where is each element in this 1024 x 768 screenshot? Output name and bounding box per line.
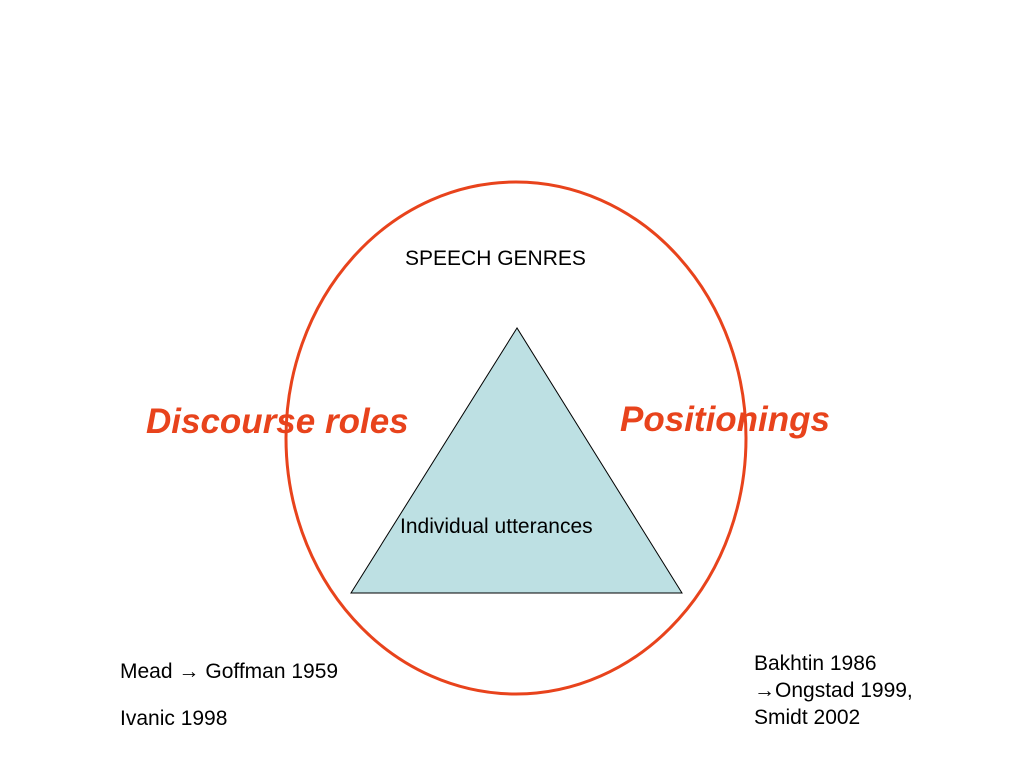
discourse-roles-label: Discourse roles bbox=[146, 402, 409, 441]
reference-text: Ongstad 1999, bbox=[775, 679, 913, 702]
reference-text: Bakhtin 1986 bbox=[754, 652, 877, 675]
speech-genres-label: SPEECH GENRES bbox=[405, 247, 586, 270]
reference-text: Mead bbox=[120, 660, 173, 683]
right-arrow-icon: → bbox=[754, 679, 775, 702]
reference-text: Smidt 2002 bbox=[754, 706, 861, 729]
individual-utterances-triangle bbox=[350, 327, 683, 594]
individual-utterances-label: Individual utterances bbox=[400, 515, 593, 538]
reference-mead-goffman: Mead →Goffman 1959 bbox=[120, 658, 338, 685]
reference-line: →Ongstad 1999, bbox=[754, 677, 913, 704]
reference-text: Goffman 1959 bbox=[205, 660, 339, 683]
speech-genres-circle bbox=[284, 180, 748, 696]
reference-ivanic: Ivanic 1998 bbox=[120, 707, 228, 730]
positionings-label: Positionings bbox=[620, 400, 830, 439]
right-arrow-icon: → bbox=[178, 660, 200, 683]
reference-bakhtin-ongstad-smidt: Bakhtin 1986 →Ongstad 1999, Smidt 2002 bbox=[754, 650, 913, 731]
